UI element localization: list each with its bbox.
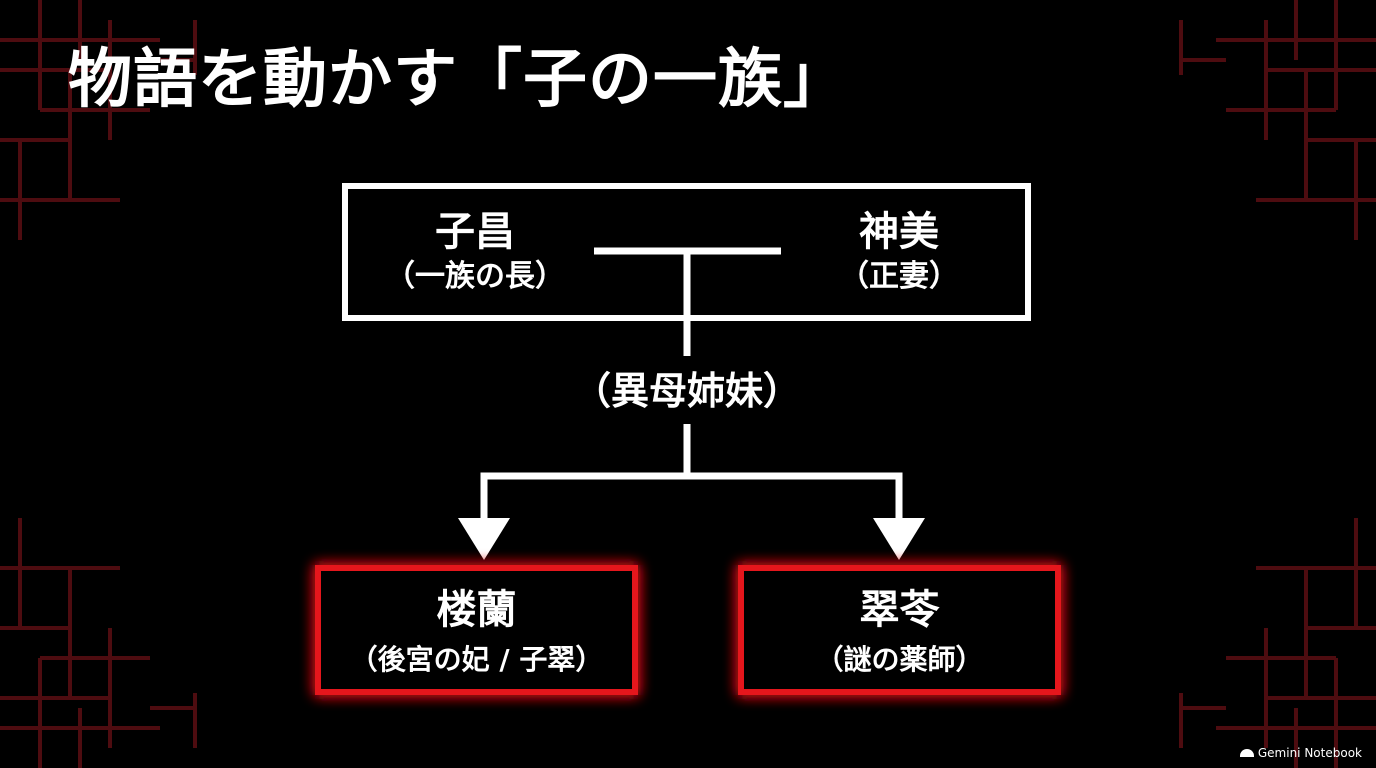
child-right-name: 翠苓	[859, 587, 940, 633]
corner-ornament-bottom-right	[1179, 518, 1376, 768]
parent-left-name: 子昌	[435, 209, 515, 255]
gemini-badge: Gemini Notebook	[1239, 746, 1362, 760]
page-title: 物語を動かす「子の一族」	[68, 42, 848, 117]
child-right-role: （謎の薬師）	[815, 643, 984, 676]
child-left-name: 楼蘭	[436, 587, 517, 633]
badge-label: Gemini Notebook	[1257, 746, 1362, 760]
relation-label: （異母姉妹）	[572, 369, 801, 413]
child-box-right	[738, 565, 1061, 695]
branch-connector	[480, 472, 903, 530]
corner-ornament-top-left	[0, 0, 197, 240]
parent-left-role: （一族の長）	[385, 259, 565, 294]
parent-right-role: （正妻）	[839, 259, 959, 294]
child-box-left	[315, 565, 638, 695]
corner-ornament-bottom-left	[0, 518, 197, 768]
arrow-down-icon	[458, 518, 510, 560]
gemini-icon	[1239, 749, 1254, 757]
child-left-role: （後宮の妃 / 子翠）	[349, 643, 604, 676]
corner-ornament-top-right	[1179, 0, 1376, 240]
parent-right-name: 神美	[859, 209, 939, 255]
arrow-down-icon	[873, 518, 925, 560]
